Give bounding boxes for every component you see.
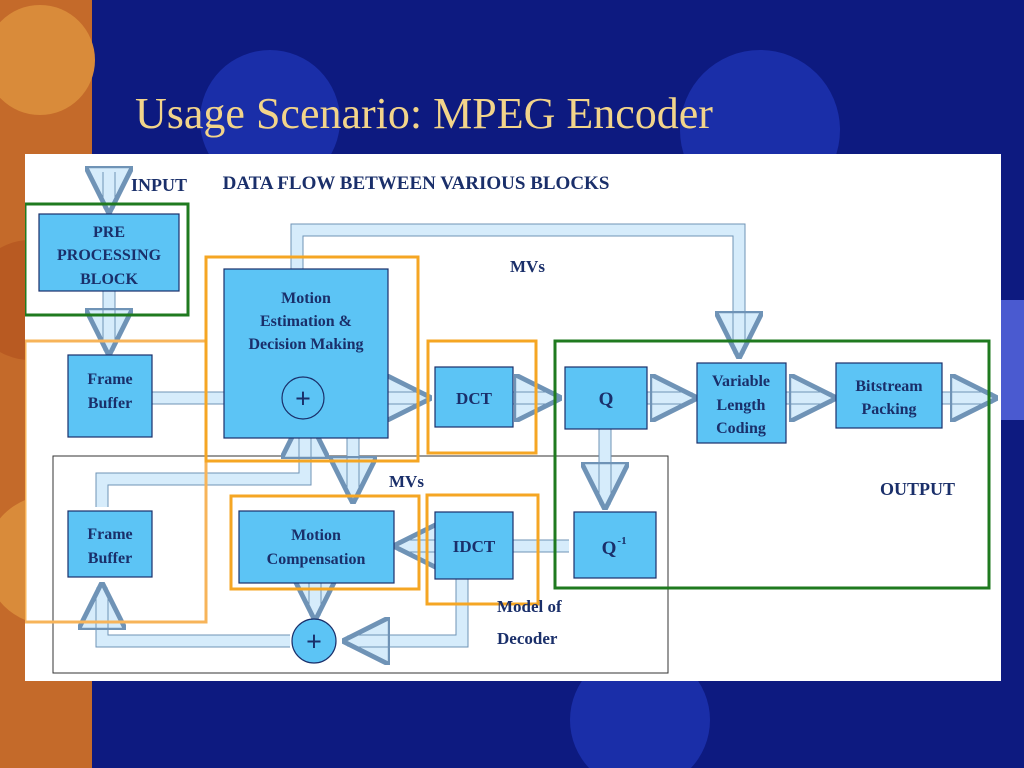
- output-label: OUTPUT: [880, 479, 955, 499]
- right-gear-fragment: [1000, 300, 1024, 420]
- arrow-fb-to-me: [96, 416, 305, 507]
- frame-buffer-block-bottom: [67, 510, 153, 578]
- plus-symbol-top: +: [295, 384, 311, 415]
- frame-buffer-top-label-2: Buffer: [88, 395, 132, 412]
- inverse-quantizer-label: Q: [602, 538, 617, 559]
- quantizer-block: [564, 366, 648, 430]
- green-frame-encoding-output: [553, 339, 991, 590]
- orange-gear-icon: [0, 5, 95, 115]
- pre-processing-block: [38, 213, 180, 292]
- arrow-idct-to-sum2: [347, 579, 468, 641]
- decoder-model-label-line1: Model of: [497, 597, 562, 616]
- pre-processing-label-1: PRE: [93, 224, 125, 241]
- quantizer-label: Q: [599, 389, 614, 410]
- inverse-quantizer-superscript: -1: [617, 535, 626, 547]
- diagram-heading: DATA FLOW BETWEEN VARIOUS BLOCKS: [223, 173, 610, 194]
- arrow-mvs-to-vlc: [291, 224, 739, 354]
- frame-buffer-bottom-label-2: Buffer: [88, 550, 132, 567]
- mvs-label-top: MVs: [510, 257, 545, 276]
- blocks: [38, 213, 943, 664]
- highlight-frames: [25, 202, 991, 624]
- pre-processing-label-2: PROCESSING: [57, 247, 162, 264]
- vlc-label-1: Variable: [712, 373, 770, 390]
- vlc-label-2: Length: [717, 397, 766, 414]
- orange-frame-dct: [426, 339, 538, 455]
- motion-estimation-label-1: Motion: [281, 290, 331, 307]
- orange-frame-idct: [425, 493, 540, 606]
- decoder-model-label-line2: Decoder: [497, 629, 558, 648]
- bitstream-block: [835, 362, 943, 429]
- green-frame-preprocessing: [25, 202, 190, 317]
- pre-processing-label-3: BLOCK: [80, 271, 138, 288]
- motion-compensation-label-2: Compensation: [267, 551, 366, 568]
- vlc-block: [696, 362, 787, 444]
- summing-node-top: [281, 376, 325, 420]
- motion-compensation-block: [238, 510, 395, 584]
- motion-estimation-label-3: Decision Making: [248, 336, 363, 353]
- inverse-quantizer-block: [573, 511, 657, 579]
- orange-frame-motion-estimation: [204, 255, 420, 463]
- orange-frame-frame-buffers: [25, 339, 208, 624]
- vlc-label-3: Coding: [716, 420, 766, 437]
- mpeg-encoder-diagram: DATA FLOW BETWEEN VARIOUS BLOCKS INPUT O…: [25, 154, 1001, 681]
- orange-frame-motion-compensation: [229, 494, 421, 591]
- motion-estimation-label-2: Estimation &: [260, 313, 352, 330]
- idct-block: [434, 511, 514, 580]
- motion-compensation-label-1: Motion: [291, 527, 341, 544]
- arrow-outlines: [95, 172, 988, 648]
- plus-symbol-bottom: +: [306, 627, 322, 658]
- summing-node-bottom: [291, 618, 337, 664]
- frame-buffer-top-label-1: Frame: [87, 371, 132, 388]
- dct-block: [434, 366, 514, 428]
- arrow-sum2-to-fb: [102, 587, 290, 647]
- labels: DATA FLOW BETWEEN VARIOUS BLOCKS INPUT O…: [57, 173, 955, 658]
- bitstream-label-1: Bitstream: [855, 378, 923, 395]
- frame-buffer-block-top: [67, 354, 153, 438]
- bitstream-label-2: Packing: [861, 401, 916, 418]
- input-label: INPUT: [131, 175, 187, 195]
- slide-title: Usage Scenario: MPEG Encoder: [135, 89, 713, 138]
- mvs-label-mid: MVs: [389, 472, 424, 491]
- idct-label: IDCT: [453, 537, 496, 556]
- frame-buffer-bottom-label-1: Frame: [87, 526, 132, 543]
- dct-label: DCT: [456, 389, 493, 408]
